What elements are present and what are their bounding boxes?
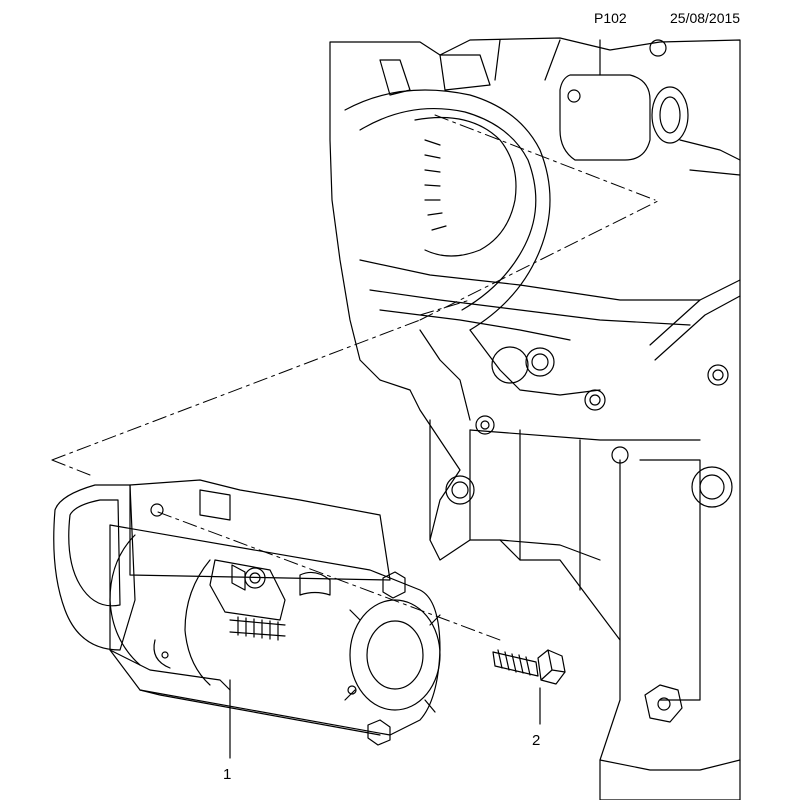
page-date: 25/08/2015 — [670, 10, 741, 26]
callout-label-1: 1 — [223, 766, 232, 783]
starter-motor — [53, 479, 441, 746]
mounting-bolt — [492, 649, 566, 685]
engine-block — [329, 37, 741, 800]
page-header: P102 25/08/2015 — [0, 8, 800, 32]
alignment-lines — [51, 114, 661, 641]
page-code: P102 — [594, 10, 627, 26]
callout-label-2: 2 — [532, 732, 541, 749]
callout-leaders — [229, 679, 541, 759]
